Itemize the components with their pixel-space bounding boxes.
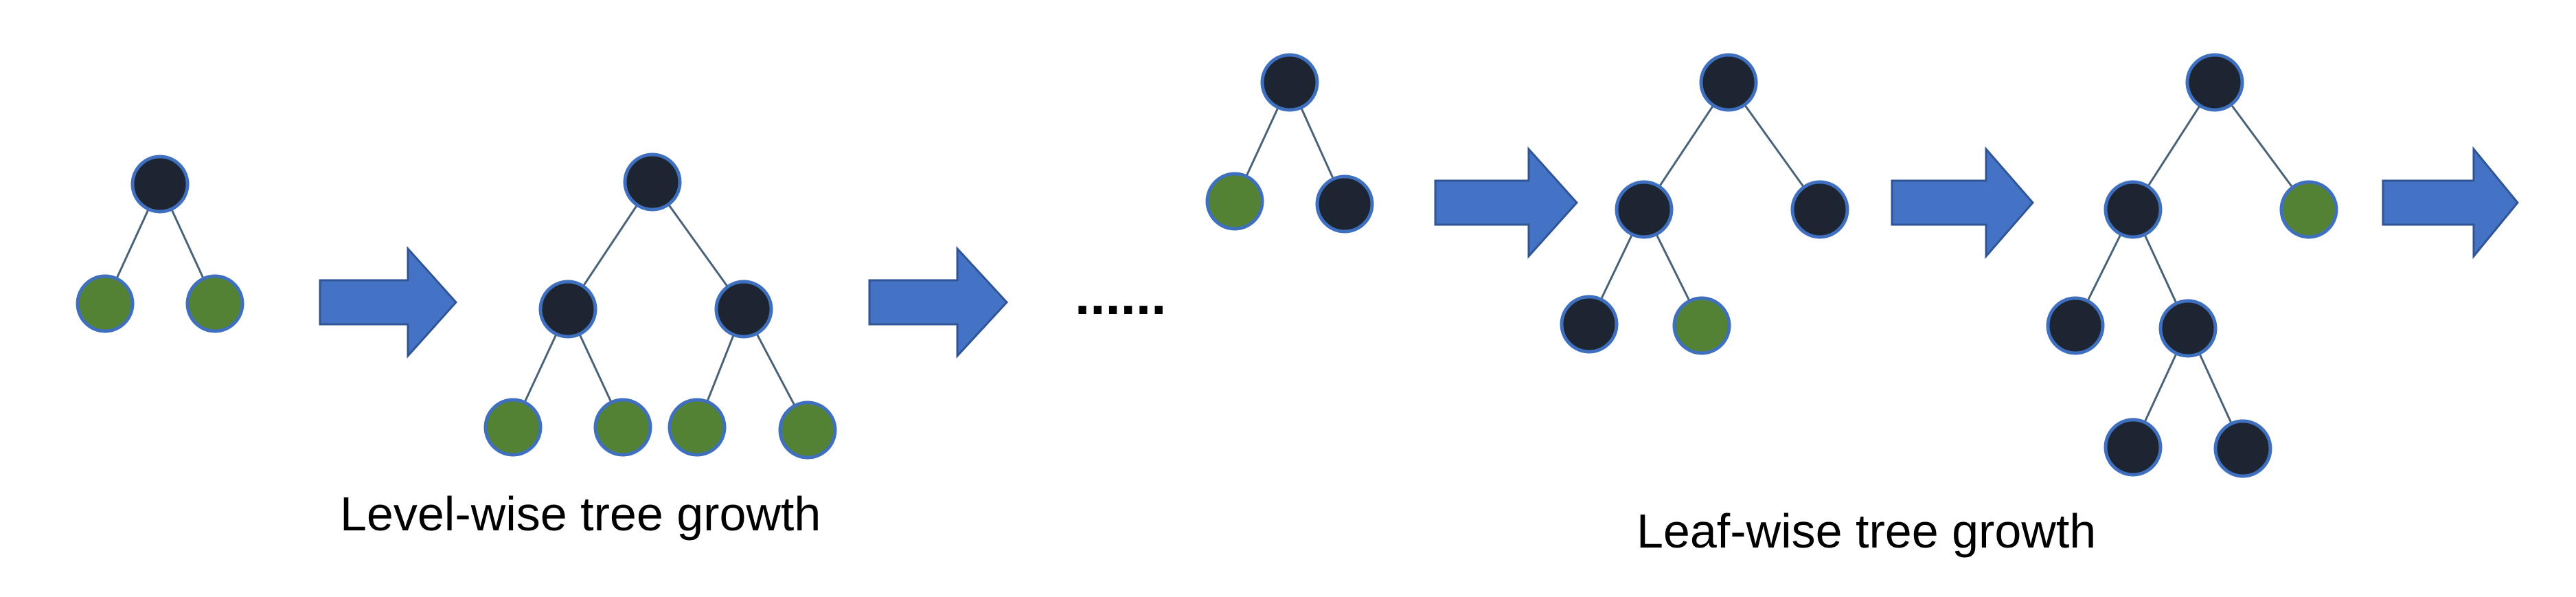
leaf-node bbox=[185, 274, 244, 333]
arrow-icon bbox=[1891, 146, 2034, 260]
level-wise-tree-1 bbox=[76, 155, 244, 333]
arrow-icon bbox=[319, 246, 458, 359]
internal-node bbox=[2185, 53, 2244, 112]
internal-node bbox=[1260, 53, 1319, 112]
internal-node bbox=[1615, 180, 1674, 239]
internal-node bbox=[2046, 296, 2105, 355]
leaf-node bbox=[483, 398, 543, 457]
leaf-node bbox=[1205, 172, 1264, 231]
arrow-icon bbox=[1434, 146, 1579, 259]
internal-node bbox=[2213, 419, 2272, 478]
internal-node bbox=[1315, 174, 1374, 234]
internal-node bbox=[2104, 180, 2163, 239]
internal-node bbox=[1560, 295, 1619, 354]
ellipsis-text: ...... bbox=[1075, 264, 1166, 326]
internal-node bbox=[130, 155, 190, 214]
leaf-wise-tree-3 bbox=[2046, 53, 2338, 478]
leaf-node bbox=[593, 398, 652, 457]
internal-node bbox=[2158, 299, 2218, 358]
internal-node bbox=[623, 153, 682, 212]
leaf-wise-caption: Leaf-wise tree growth bbox=[1637, 504, 2096, 558]
leaf-node bbox=[778, 401, 837, 460]
leaf-node bbox=[76, 274, 135, 333]
leaf-node bbox=[2279, 180, 2338, 239]
internal-node bbox=[714, 280, 773, 339]
internal-node bbox=[2104, 418, 2163, 477]
level-wise-tree-2 bbox=[483, 153, 837, 460]
internal-node bbox=[1699, 53, 1758, 112]
arrow-icon bbox=[2382, 146, 2519, 260]
internal-node bbox=[1790, 180, 1849, 239]
arrow-icon bbox=[868, 246, 1009, 359]
level-wise-caption: Level-wise tree growth bbox=[340, 487, 821, 541]
internal-node bbox=[538, 280, 597, 339]
leaf-wise-tree-1 bbox=[1205, 53, 1374, 234]
leaf-wise-tree-2 bbox=[1560, 53, 1849, 355]
leaf-node bbox=[1672, 296, 1731, 355]
leaf-node bbox=[668, 398, 727, 457]
